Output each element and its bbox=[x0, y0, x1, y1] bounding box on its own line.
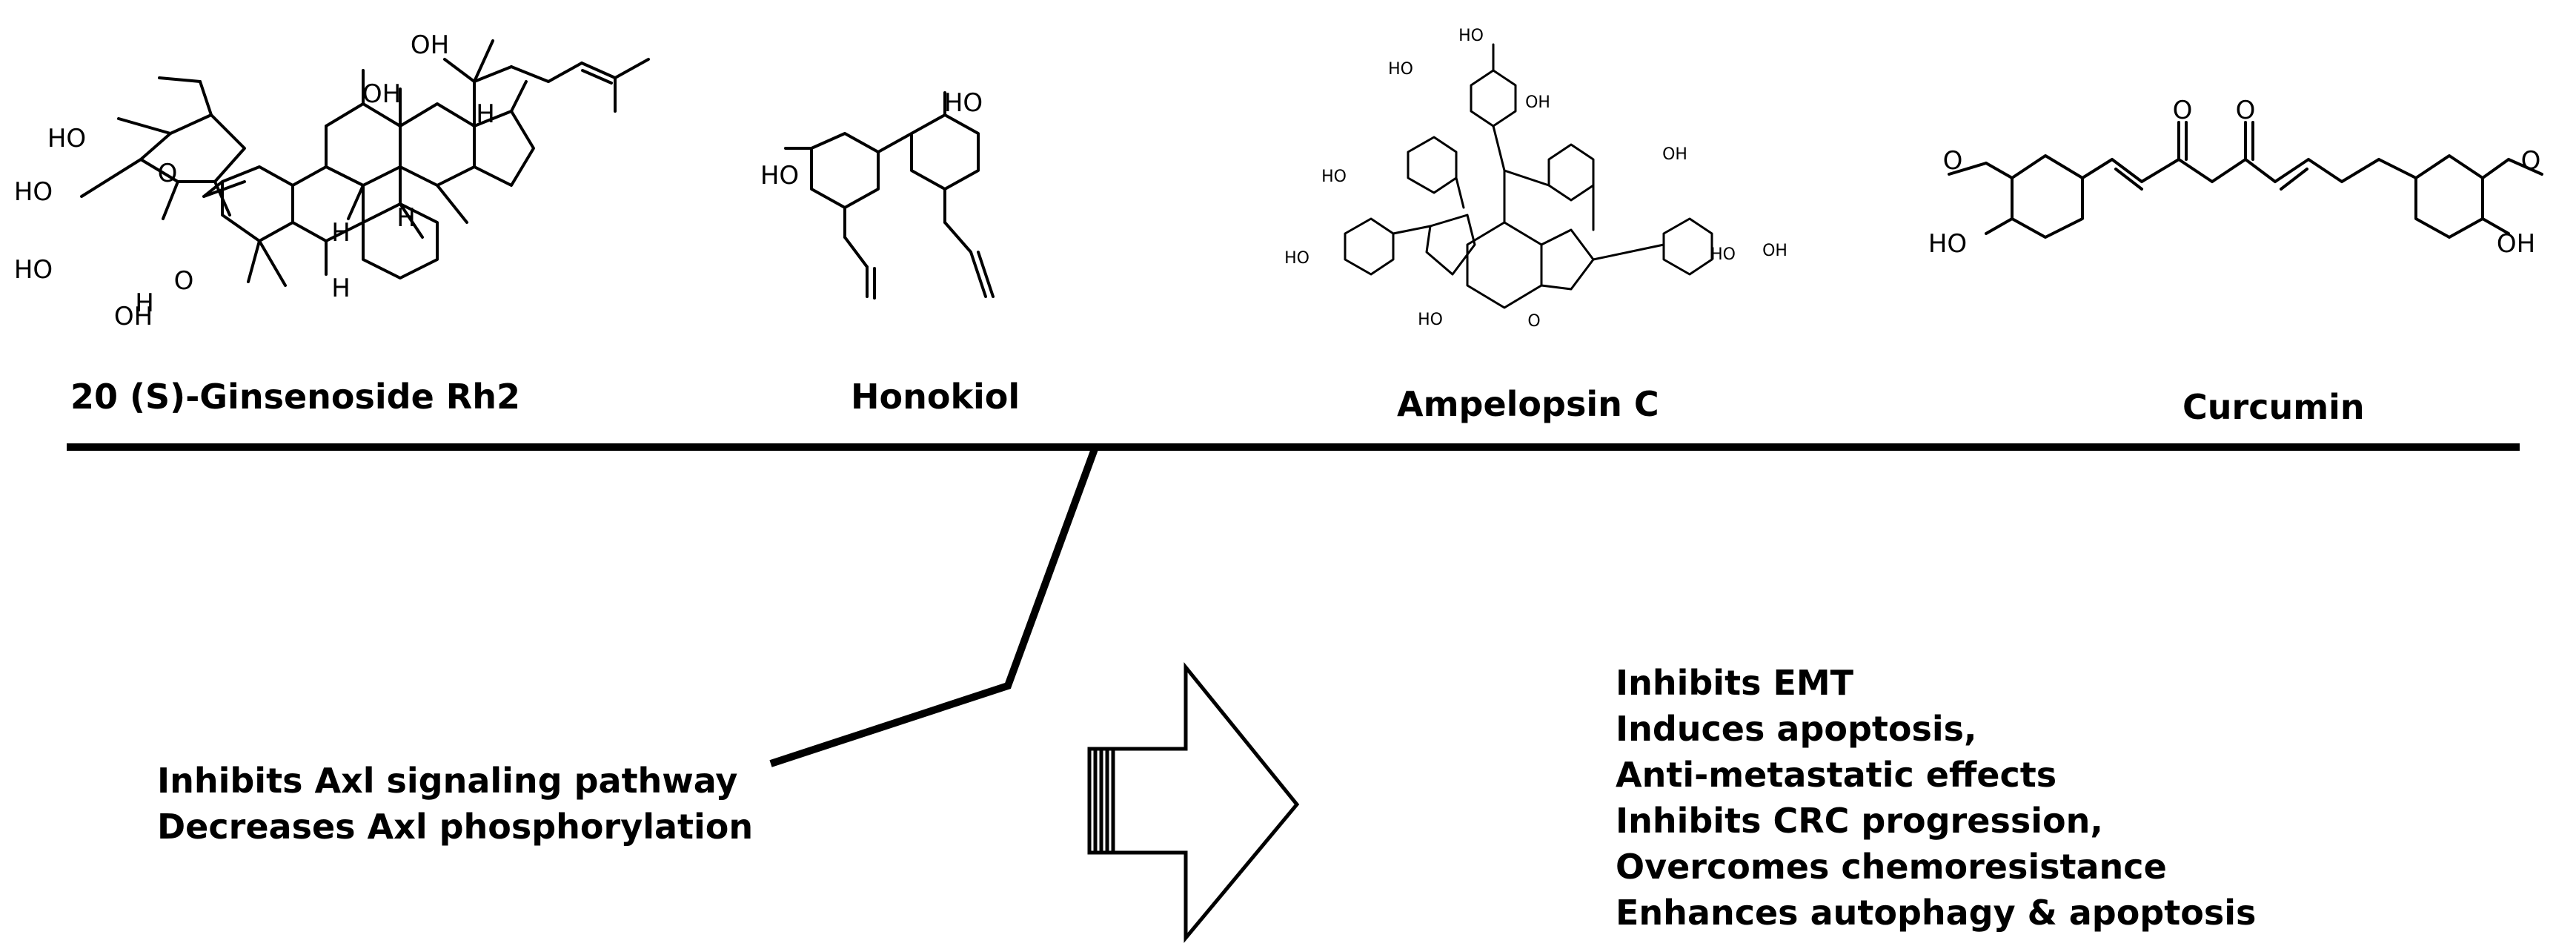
atom-label: HO bbox=[1928, 229, 1967, 259]
atom-label: HO bbox=[14, 255, 53, 285]
atom-label: OH bbox=[114, 302, 153, 331]
atom-label: HO bbox=[1418, 311, 1443, 329]
compound-label-ampelopsin: Ampelopsin C bbox=[1397, 384, 1659, 424]
atom-label: O bbox=[2173, 96, 2193, 125]
effect-item: Overcomes chemoresistance bbox=[1616, 847, 2167, 887]
callout-connector bbox=[769, 446, 1099, 767]
atom-label: HO bbox=[1458, 27, 1484, 45]
atom-label: OH bbox=[2497, 229, 2535, 259]
ginsenoside-structure bbox=[80, 39, 650, 287]
atom-label: O bbox=[2236, 96, 2256, 125]
atom-label: OH bbox=[1525, 93, 1550, 112]
atom-label: O bbox=[2521, 146, 2541, 176]
atom-label: H bbox=[331, 218, 351, 248]
atom-label: OH bbox=[1662, 145, 1687, 164]
effect-item: Inhibits CRC progression, bbox=[1616, 801, 2103, 841]
curcumin-structure bbox=[1948, 121, 2543, 239]
atom-label: H bbox=[476, 99, 495, 129]
mechanism-line: Inhibits Axl signaling pathway bbox=[157, 761, 738, 801]
atom-label: H bbox=[396, 203, 416, 233]
compound-label-curcumin: Curcumin bbox=[2182, 387, 2365, 427]
atom-label: OH bbox=[1762, 242, 1787, 260]
atom-label: H bbox=[331, 274, 351, 303]
compound-label-ginsenoside: 20 (S)-Ginsenoside Rh2 bbox=[70, 377, 520, 417]
atom-label: O bbox=[158, 159, 178, 188]
honokiol-structure bbox=[784, 91, 995, 300]
effects-list: Inhibits EMT Induces apoptosis, Anti-met… bbox=[1616, 660, 2256, 936]
atom-label: HO bbox=[1284, 249, 1309, 268]
atom-label: O bbox=[1527, 312, 1540, 331]
effect-item: Induces apoptosis, bbox=[1616, 709, 1977, 749]
atom-label: HO bbox=[14, 177, 53, 207]
atom-label: OH bbox=[411, 30, 449, 60]
effect-item: Anti-metastatic effects bbox=[1616, 755, 2057, 795]
atom-label: HO bbox=[1388, 60, 1413, 79]
atom-label: H bbox=[135, 288, 154, 318]
atom-label: HO bbox=[944, 88, 983, 118]
effect-item: Enhances autophagy & apoptosis bbox=[1616, 893, 2257, 933]
atom-label: HO bbox=[47, 124, 86, 153]
atom-label: HO bbox=[1710, 245, 1736, 264]
effect-arrow bbox=[1087, 661, 1300, 943]
mechanism-text: Inhibits Axl signaling pathway Decreases… bbox=[157, 758, 753, 850]
compound-label-honokiol: Honokiol bbox=[851, 377, 1020, 417]
atom-label: HO bbox=[760, 161, 799, 191]
atom-label: HO bbox=[1321, 168, 1347, 186]
mechanism-line: Decreases Axl phosphorylation bbox=[157, 807, 754, 847]
atom-label: OH bbox=[362, 79, 401, 109]
effect-item: Inhibits EMT bbox=[1616, 663, 1854, 703]
atom-label: O bbox=[1943, 146, 1963, 176]
atom-label: O bbox=[174, 266, 194, 296]
ampelopsin-structure bbox=[1344, 43, 1713, 309]
